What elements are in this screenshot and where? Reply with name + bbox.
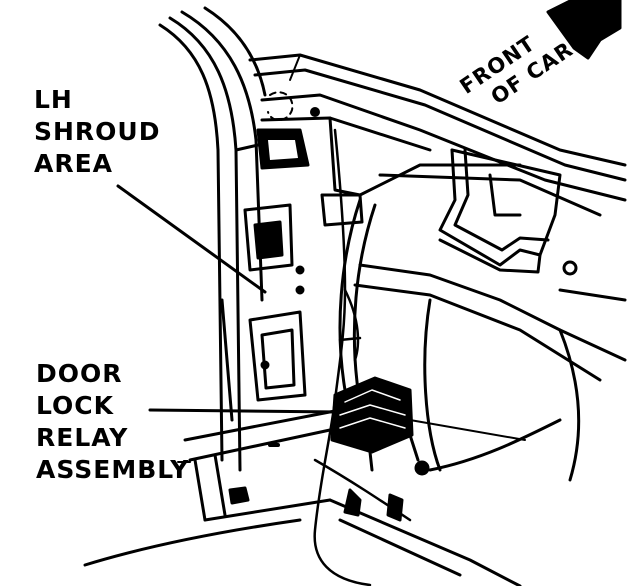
label-line: ASSEMBLY [36,455,190,484]
label-line: LOCK [36,391,115,420]
door-lock-relay [330,376,526,476]
label-line: SHROUD [34,117,161,146]
label-line: LH [34,85,73,114]
lh-shroud-area-label: LH SHROUD AREA [34,84,160,180]
door-lock-relay-label: DOOR LOCK RELAY ASSEMBLY [36,358,189,486]
leader-lines [116,184,342,463]
pillar-structure [158,6,267,472]
label-line: AREA [34,149,114,178]
label-line: RELAY [36,423,129,452]
arrow-up-right-icon [546,0,622,60]
pillar-brackets [243,193,364,402]
dash-bracket [438,148,627,302]
kick-panel [338,198,627,482]
label-line: DOOR [36,359,123,388]
cowl-panel [248,53,627,217]
upper-vent [256,107,320,170]
lower-sill [83,408,522,586]
